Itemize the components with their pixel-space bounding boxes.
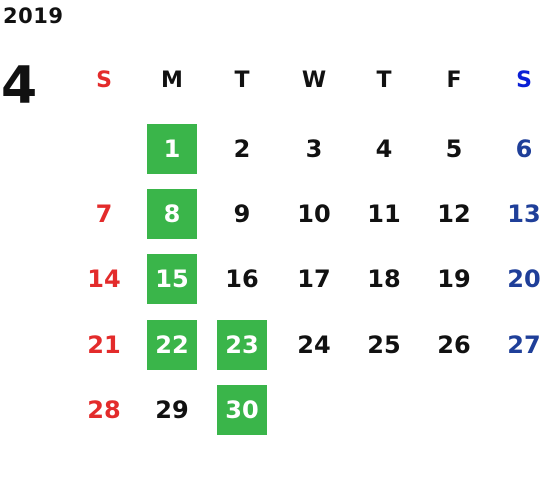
year-label: 2019 xyxy=(3,4,64,28)
day-cell-1[interactable]: 1 xyxy=(147,124,197,174)
day-cell-11[interactable]: 11 xyxy=(367,200,401,228)
day-cell-16[interactable]: 16 xyxy=(225,265,259,293)
day-cell-8[interactable]: 8 xyxy=(147,189,197,239)
day-cell-3[interactable]: 3 xyxy=(305,135,323,163)
day-cell-10[interactable]: 10 xyxy=(297,200,331,228)
day-cell-7[interactable]: 7 xyxy=(95,200,113,228)
day-cell-20[interactable]: 20 xyxy=(507,265,541,293)
day-cell-13[interactable]: 13 xyxy=(507,200,541,228)
day-cell-18[interactable]: 18 xyxy=(367,265,401,293)
day-cell-22[interactable]: 22 xyxy=(147,320,197,370)
weekday-saturday: S xyxy=(516,68,532,93)
day-cell-5[interactable]: 5 xyxy=(445,135,463,163)
day-cell-24[interactable]: 24 xyxy=(297,331,331,359)
day-cell-17[interactable]: 17 xyxy=(297,265,331,293)
day-cell-14[interactable]: 14 xyxy=(87,265,121,293)
month-number: 4 xyxy=(1,56,38,116)
weekday-thursday: T xyxy=(376,68,392,93)
day-cell-4[interactable]: 4 xyxy=(375,135,393,163)
day-cell-21[interactable]: 21 xyxy=(87,331,121,359)
day-cell-2[interactable]: 2 xyxy=(233,135,251,163)
weekday-tuesday: T xyxy=(234,68,250,93)
day-cell-23[interactable]: 23 xyxy=(217,320,267,370)
weekday-sunday: S xyxy=(96,68,112,93)
day-cell-26[interactable]: 26 xyxy=(437,331,471,359)
day-cell-25[interactable]: 25 xyxy=(367,331,401,359)
day-cell-12[interactable]: 12 xyxy=(437,200,471,228)
day-cell-19[interactable]: 19 xyxy=(437,265,471,293)
day-cell-27[interactable]: 27 xyxy=(507,331,541,359)
day-cell-28[interactable]: 28 xyxy=(87,396,121,424)
weekday-wednesday: W xyxy=(301,68,327,93)
day-cell-29[interactable]: 29 xyxy=(155,396,189,424)
weekday-friday: F xyxy=(446,68,462,93)
weekday-monday: M xyxy=(161,68,183,93)
day-cell-15[interactable]: 15 xyxy=(147,254,197,304)
day-cell-6[interactable]: 6 xyxy=(515,135,533,163)
day-cell-9[interactable]: 9 xyxy=(233,200,251,228)
day-cell-30[interactable]: 30 xyxy=(217,385,267,435)
